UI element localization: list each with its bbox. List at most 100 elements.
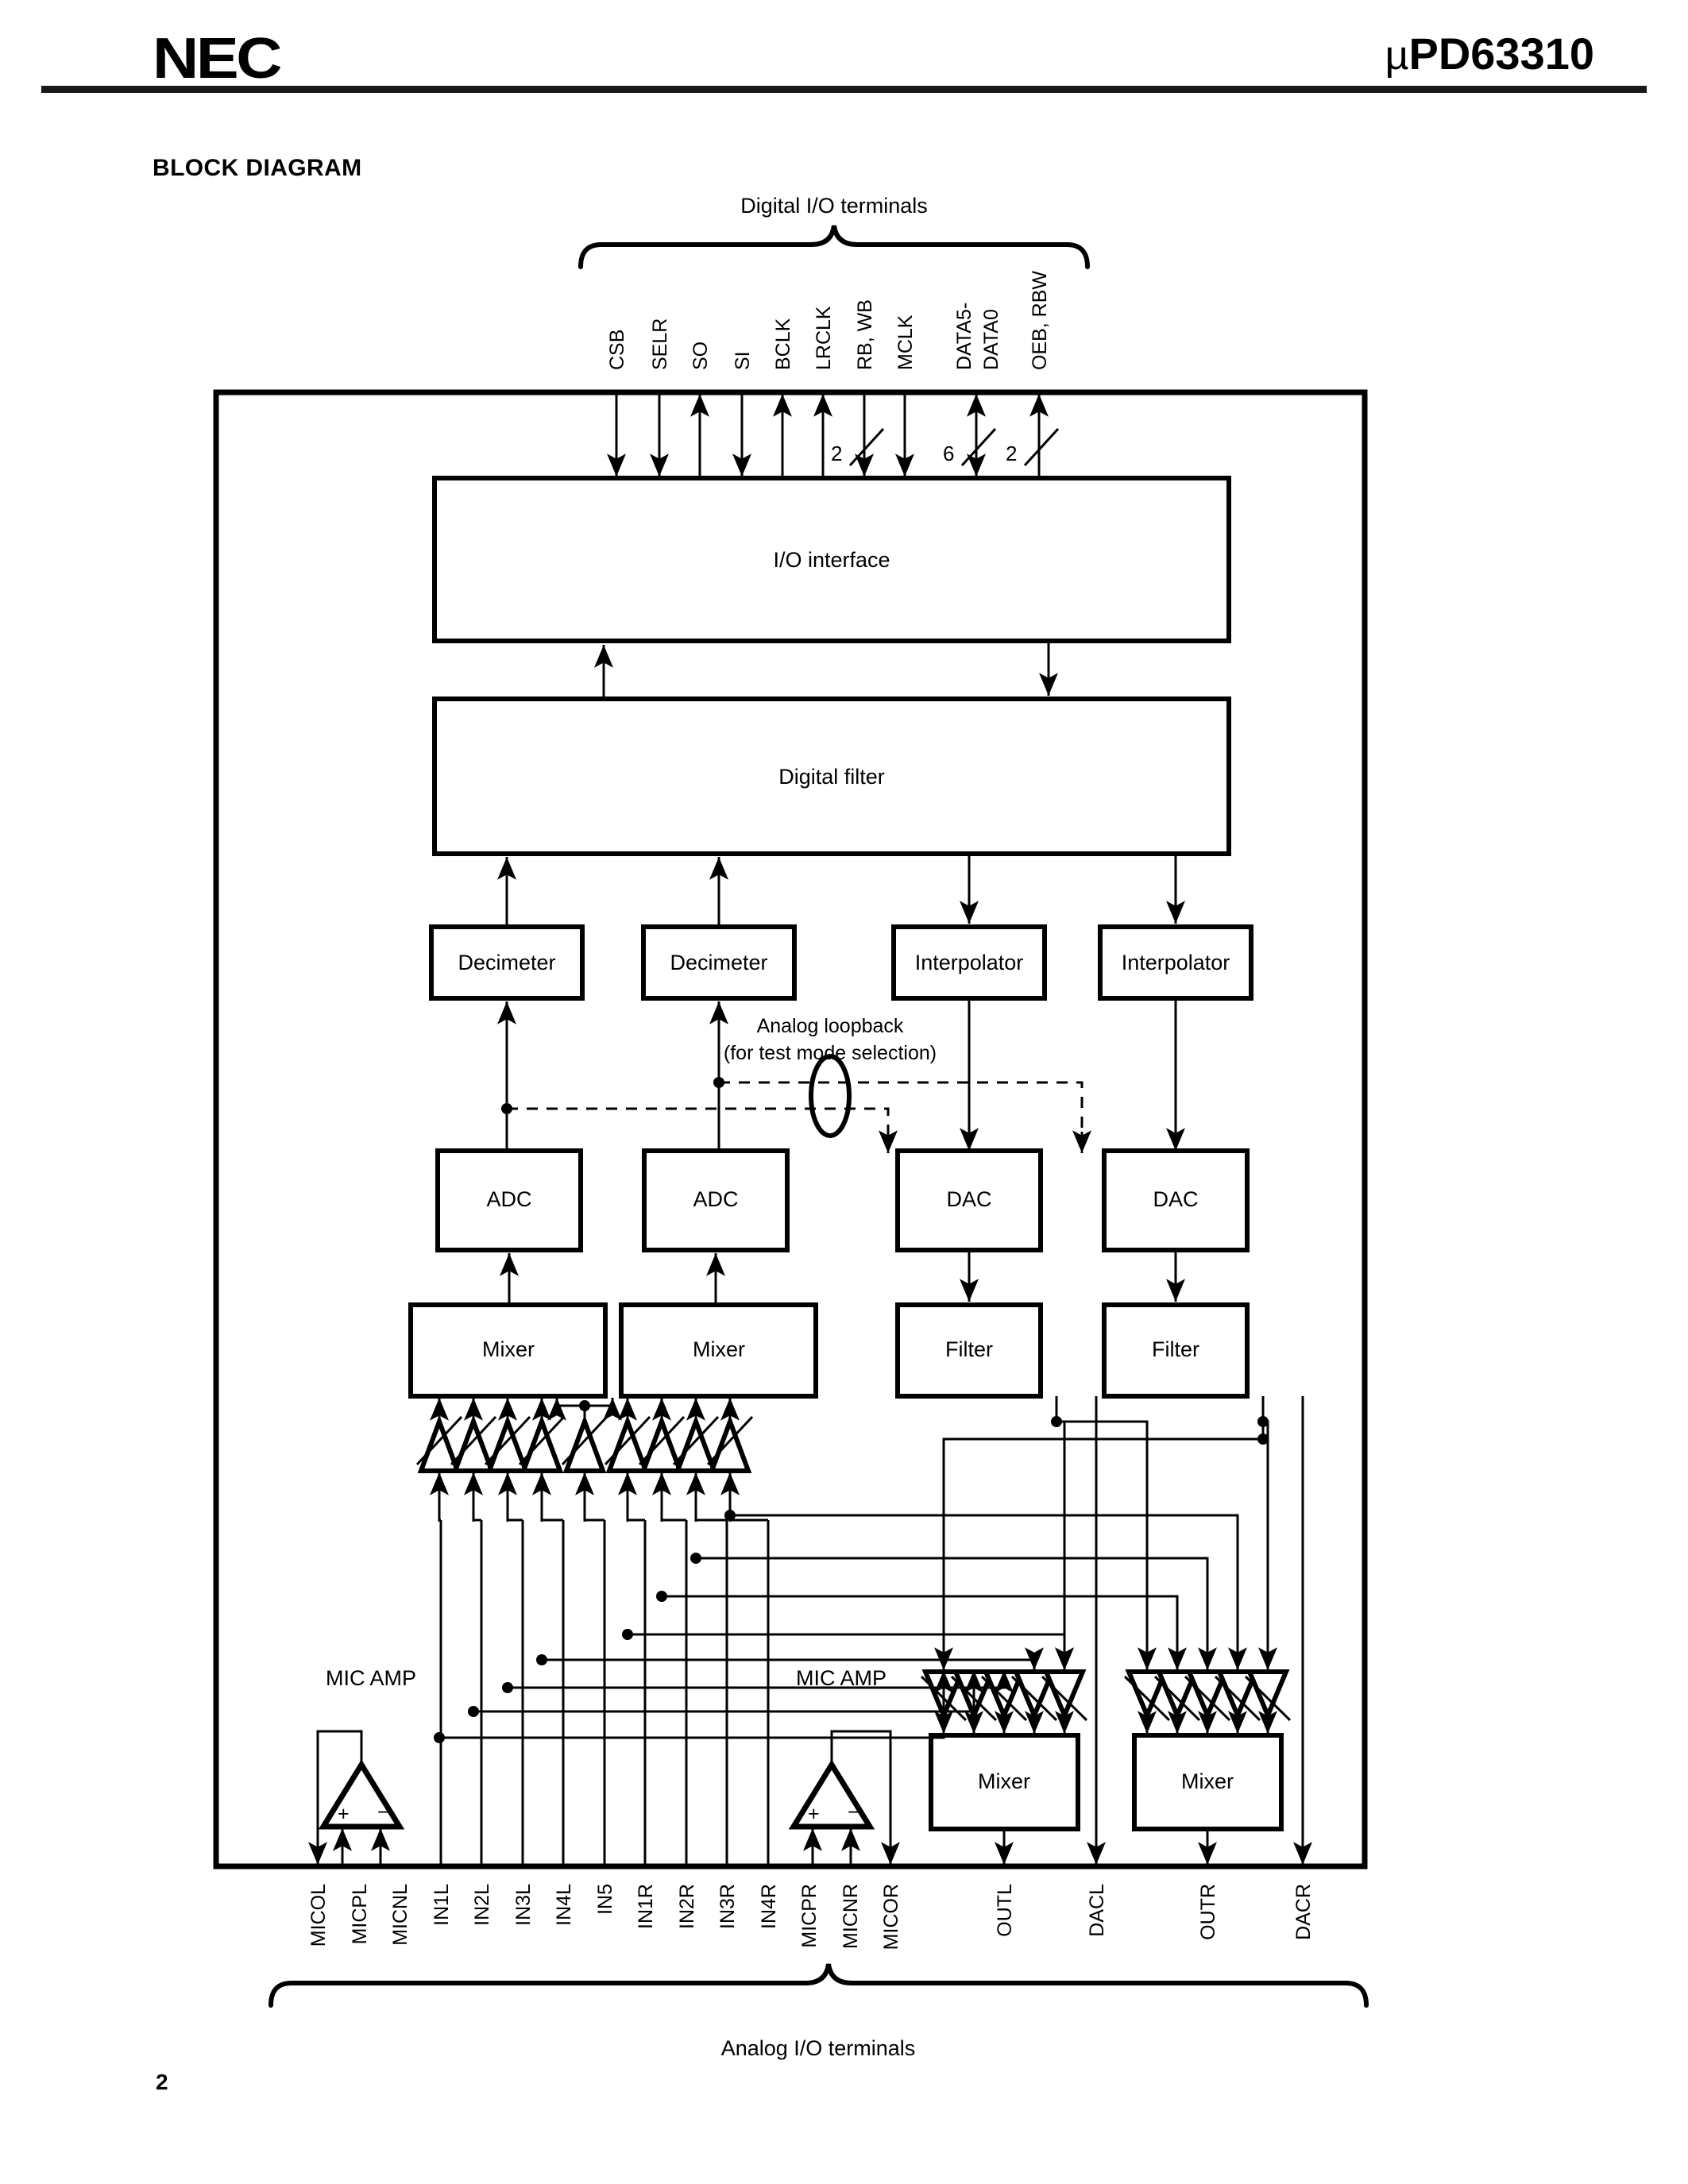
input-amp-5[interactable] bbox=[561, 1414, 608, 1866]
variable-gain-amp-icon bbox=[1012, 1669, 1056, 1722]
variable-gain-amp-icon bbox=[417, 1414, 462, 1473]
header-rule bbox=[41, 86, 1647, 93]
digital-terminals-brace bbox=[578, 225, 1090, 269]
mic-amp-right: MIC AMP+− bbox=[788, 1666, 900, 1866]
variable-gain-slash bbox=[1184, 1675, 1231, 1722]
decimeter-1-block bbox=[429, 924, 585, 1001]
digital-pin-lrclk[interactable]: LRCLK bbox=[813, 306, 835, 478]
input-amp-7[interactable] bbox=[638, 1414, 688, 1866]
routing-junction bbox=[536, 1654, 547, 1665]
digital-pin-label: LRCLK bbox=[813, 306, 835, 370]
analog-pin-label: MICOL bbox=[307, 1884, 330, 1947]
digital-pin-label: SELR bbox=[649, 318, 671, 370]
loopback-switch-icon[interactable] bbox=[809, 1054, 852, 1138]
analog-pin-in4r[interactable]: IN4R bbox=[758, 1884, 780, 1929]
output-amp-right-3[interactable] bbox=[1184, 1669, 1231, 1734]
analog-pin-in4l[interactable]: IN4L bbox=[553, 1884, 575, 1926]
digital-pin-label: DATA5- bbox=[953, 303, 975, 370]
analog-pin-label: IN2L bbox=[471, 1884, 493, 1926]
variable-gain-amp-icon bbox=[1215, 1669, 1260, 1722]
analog-pin-in3l[interactable]: IN3L bbox=[512, 1884, 535, 1926]
analog-pin-label: IN1R bbox=[635, 1884, 657, 1929]
analog-pin-dacr[interactable]: DACR bbox=[1292, 1884, 1315, 1940]
routing-path-5 bbox=[536, 1647, 1044, 1670]
analog-pin-in1r[interactable]: IN1R bbox=[635, 1884, 657, 1929]
mic-amp-caption: MIC AMP bbox=[326, 1666, 416, 1690]
input-amp-2[interactable] bbox=[450, 1414, 497, 1866]
output-amp-left-5[interactable] bbox=[1041, 1669, 1088, 1734]
mu-symbol: µ bbox=[1385, 33, 1409, 79]
part-number-text: PD63310 bbox=[1408, 29, 1594, 79]
analog-terminals-brace bbox=[268, 1963, 1369, 2008]
digital-pin-rb-wb[interactable]: RB, WB 2 bbox=[831, 299, 885, 477]
output-amp-right-1[interactable] bbox=[1123, 1669, 1171, 1734]
digital-pin-si[interactable]: SI bbox=[732, 351, 754, 477]
input-amp-6[interactable] bbox=[604, 1414, 651, 1866]
analog-pin-outr[interactable]: OUTR bbox=[1197, 1884, 1219, 1940]
nec-logo: NEC bbox=[153, 27, 283, 91]
output-amp-right-2[interactable] bbox=[1153, 1669, 1201, 1734]
io-interface-label: I/O interface bbox=[773, 548, 890, 572]
page-number: 2 bbox=[156, 2070, 168, 2094]
loopback-junction-1 bbox=[713, 1077, 724, 1088]
mixer-in-1-label: Mixer bbox=[482, 1337, 535, 1361]
io-interface-block bbox=[432, 476, 1231, 643]
analog-pin-micnr[interactable]: MICNR bbox=[840, 1884, 862, 1949]
in5-split-junction bbox=[579, 1400, 590, 1411]
digital-pin-mclk[interactable]: MCLK bbox=[894, 314, 917, 477]
mixer-in-2-label: Mixer bbox=[693, 1337, 745, 1361]
analog-pin-label: MICNL bbox=[389, 1884, 411, 1946]
digital-pin-csb[interactable]: CSB bbox=[606, 330, 628, 477]
input-amp-9[interactable] bbox=[706, 1414, 770, 1866]
analog-pin-in2l[interactable]: IN2L bbox=[471, 1884, 493, 1926]
analog-pin-dacl[interactable]: DACL bbox=[1086, 1884, 1108, 1937]
analog-pin-label: IN4L bbox=[553, 1884, 575, 1926]
digital-pin-label: RB, WB bbox=[854, 299, 876, 370]
digital-pin-bclk[interactable]: BCLK bbox=[772, 318, 794, 478]
output-amp-left-4[interactable] bbox=[1010, 1669, 1058, 1734]
interpolator-1-block bbox=[891, 924, 1047, 1001]
filter-1-block bbox=[895, 1302, 1043, 1399]
analog-pin-label: MICNR bbox=[840, 1884, 862, 1949]
variable-gain-slash bbox=[604, 1415, 651, 1466]
analog-pin-label: MICPL bbox=[349, 1884, 371, 1945]
analog-pin-in1l[interactable]: IN1L bbox=[431, 1884, 453, 1926]
analog-pin-label: MICOR bbox=[880, 1884, 902, 1950]
input-amp-4[interactable] bbox=[518, 1414, 566, 1866]
mic-amp-caption: MIC AMP bbox=[796, 1666, 886, 1690]
analog-pin-micor[interactable]: MICOR bbox=[880, 1884, 902, 1950]
analog-loopback-group: Analog loopback (for test mode selection… bbox=[501, 1015, 1091, 1153]
analog-pin-micpr[interactable]: MICPR bbox=[798, 1884, 821, 1948]
analog-pin-label: IN1L bbox=[431, 1884, 453, 1926]
variable-gain-amp-icon bbox=[562, 1414, 607, 1473]
variable-gain-amp-icon bbox=[1246, 1669, 1290, 1722]
analog-pin-outl[interactable]: OUTL bbox=[994, 1884, 1016, 1937]
input-amp-3[interactable] bbox=[484, 1414, 531, 1866]
input-amp-8[interactable] bbox=[672, 1414, 728, 1866]
output-amp-group bbox=[920, 1396, 1312, 1865]
analog-pin-micnl[interactable]: MICNL bbox=[389, 1884, 411, 1946]
loopback-caption-line2: (for test mode selection) bbox=[724, 1042, 937, 1064]
digital-pin-label: CSB bbox=[606, 330, 628, 370]
analog-pin-in2r[interactable]: IN2R bbox=[676, 1884, 698, 1929]
dac-1-block bbox=[895, 1148, 1043, 1252]
input-amp-1[interactable] bbox=[415, 1414, 463, 1866]
analog-pin-micpl[interactable]: MICPL bbox=[349, 1884, 371, 1945]
analog-pin-in3r[interactable]: IN3R bbox=[717, 1884, 739, 1929]
output-amp-right-5[interactable] bbox=[1244, 1669, 1292, 1734]
variable-gain-slash bbox=[484, 1415, 531, 1466]
decimeter-1-label: Decimeter bbox=[458, 951, 555, 974]
digital-pin-label: BCLK bbox=[772, 318, 794, 370]
output-amp-right-4[interactable] bbox=[1214, 1669, 1261, 1734]
analog-pin-in5[interactable]: IN5 bbox=[594, 1884, 616, 1915]
page-header: NEC µPD63310 bbox=[0, 0, 1688, 95]
mixer-out-1-label: Mixer bbox=[978, 1769, 1030, 1793]
analog-pin-micol[interactable]: MICOL bbox=[307, 1884, 330, 1947]
digital-pin-selr[interactable]: SELR bbox=[649, 318, 671, 477]
digital-pin-so[interactable]: SO bbox=[689, 341, 712, 478]
bus-width-label: 2 bbox=[831, 442, 842, 465]
variable-gain-slash bbox=[415, 1415, 463, 1466]
variable-gain-amp-icon bbox=[520, 1414, 564, 1473]
